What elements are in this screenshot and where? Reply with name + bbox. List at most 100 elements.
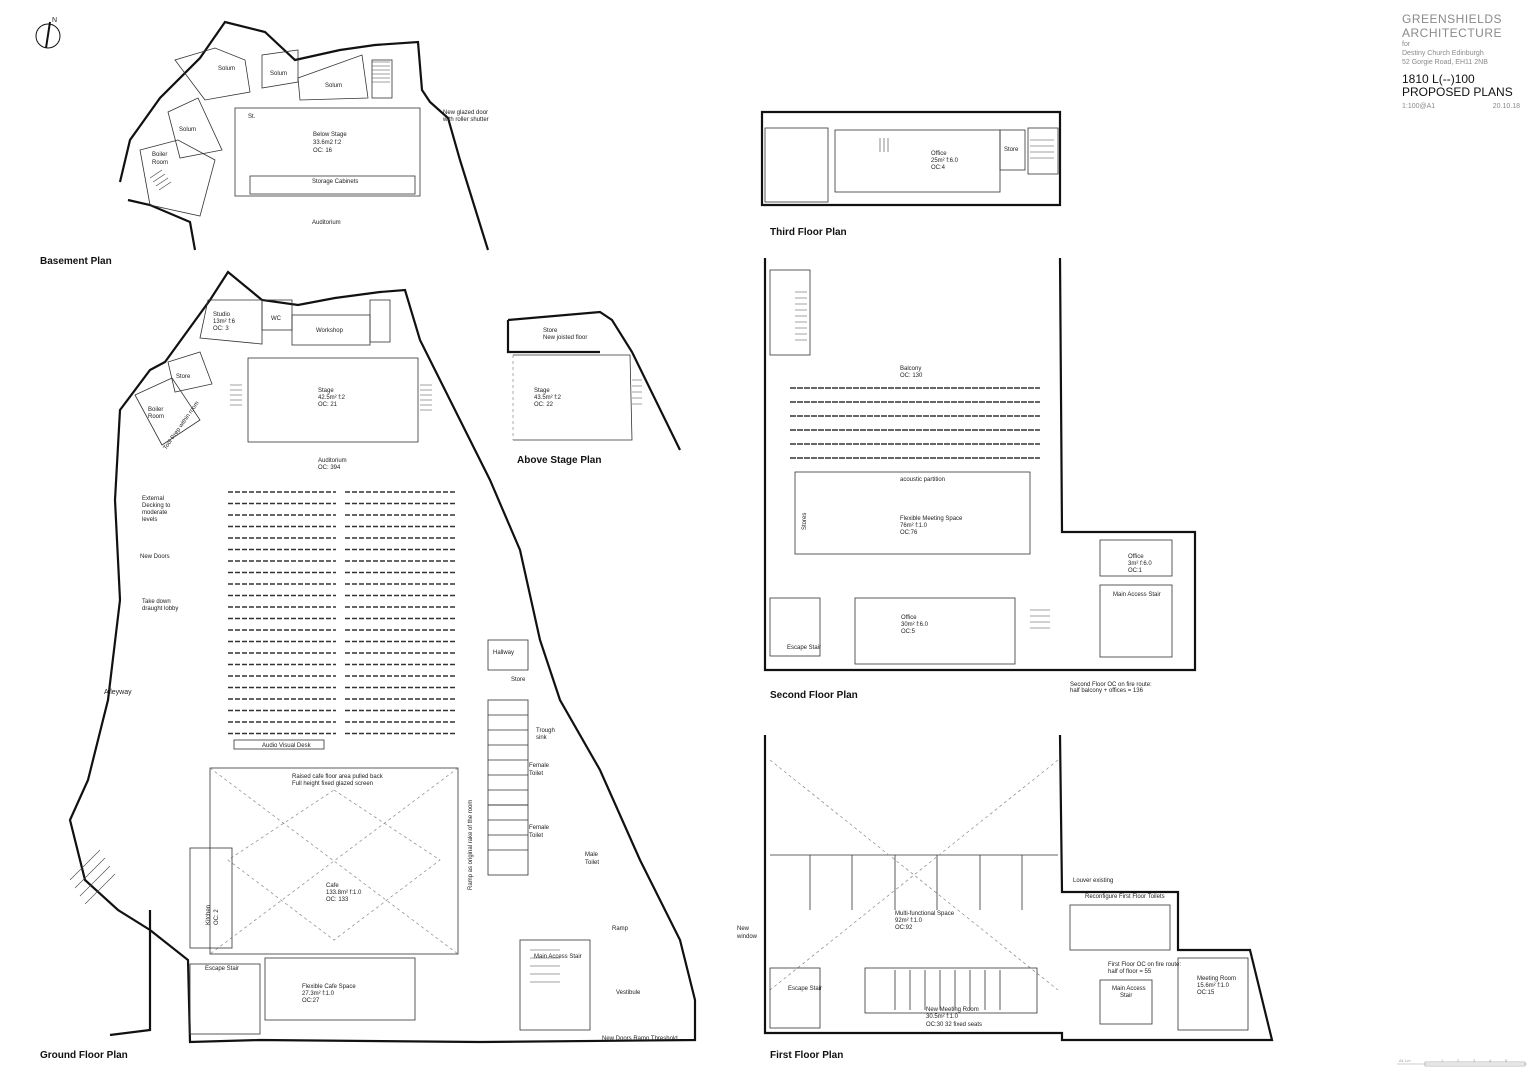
svg-text:OC:76: OC:76 (900, 530, 918, 536)
svg-text:Escape Stair: Escape Stair (788, 986, 822, 992)
svg-text:Toilet: Toilet (529, 833, 543, 839)
above-stage-plan-title: Above Stage Plan (517, 455, 601, 466)
svg-text:Solum: Solum (325, 83, 342, 89)
svg-text:acoustic partition: acoustic partition (900, 477, 945, 483)
svg-text:76m² f:1.0: 76m² f:1.0 (900, 523, 928, 529)
svg-text:draught lobby: draught lobby (142, 606, 178, 612)
svg-text:Solum: Solum (270, 71, 287, 77)
svg-text:Female: Female (529, 825, 550, 831)
svg-text:Store: Store (543, 328, 558, 334)
svg-text:Raised cafe floor area pulled: Raised cafe floor area pulled back (292, 774, 384, 780)
svg-text:Male: Male (585, 852, 599, 858)
svg-text:Storage Cabinets: Storage Cabinets (312, 179, 358, 185)
scale-tick-label: A1 Lm (1399, 1058, 1411, 1063)
svg-text:OC:30 32 fixed seats: OC:30 32 fixed seats (926, 1022, 982, 1028)
firm-name-line2: ARCHITECTURE (1402, 26, 1503, 40)
svg-text:Female: Female (529, 763, 550, 769)
above-stage-plan: Store New joisted floor Stage 43.5m² f:2… (506, 310, 681, 466)
svg-text:Room: Room (152, 160, 168, 166)
svg-text:OC:15: OC:15 (1197, 990, 1215, 996)
svg-text:half balcony + offices = 136: half balcony + offices = 136 (1070, 688, 1144, 694)
svg-text:Main Access Stair: Main Access Stair (1113, 592, 1161, 598)
svg-text:New Meeting Room: New Meeting Room (926, 1007, 979, 1013)
svg-text:Boiler: Boiler (148, 407, 163, 413)
scale-tick-label: 3 (1473, 1058, 1476, 1063)
svg-text:Audio Visual Desk: Audio Visual Desk (262, 743, 312, 749)
svg-text:43.5m² f:2: 43.5m² f:2 (534, 395, 562, 401)
svg-text:half of floor = 55: half of floor = 55 (1108, 969, 1152, 975)
second-floor-plan: Balcony OC: 130 acoustic partition Flexi… (763, 257, 1197, 701)
svg-text:Hallway: Hallway (493, 650, 514, 656)
svg-text:Store: Store (1004, 147, 1019, 153)
first-floor-plan: Louver existing Reconfigure First Floor … (736, 734, 1274, 1061)
svg-text:OC: 22: OC: 22 (534, 402, 554, 408)
svg-text:Cafe: Cafe (326, 883, 339, 889)
svg-text:OC: 394: OC: 394 (318, 465, 341, 471)
svg-text:Louver existing: Louver existing (1073, 878, 1113, 884)
third-floor-plan-title: Third Floor Plan (770, 227, 847, 238)
svg-text:Decking to: Decking to (142, 503, 171, 509)
balcony-seating (790, 387, 1040, 459)
svg-text:Stores: Stores (802, 513, 808, 530)
drawing-date: 20.10.18 (1492, 103, 1520, 110)
svg-text:External: External (142, 496, 164, 502)
svg-text:30.5m² f:1.0: 30.5m² f:1.0 (926, 1014, 959, 1020)
north-arrow: N (35, 17, 61, 49)
svg-text:window: window (736, 934, 758, 940)
svg-text:Studio: Studio (213, 312, 231, 318)
basement-plan-title: Basement Plan (40, 256, 112, 267)
svg-text:Office: Office (931, 151, 947, 157)
svg-text:OC: 133: OC: 133 (326, 897, 349, 903)
svg-text:13m² f:6: 13m² f:6 (213, 319, 236, 325)
scale-tick-label: 4 (1489, 1058, 1492, 1063)
third-floor-plan: Office 25m² f:6.0 OC:4 Store Third Floor… (760, 110, 1062, 238)
svg-text:Auditorium: Auditorium (312, 220, 341, 226)
svg-text:OC:27: OC:27 (302, 998, 320, 1004)
ground-floor-plan-title: Ground Floor Plan (40, 1050, 128, 1061)
svg-text:Kitchen: Kitchen (206, 905, 212, 925)
svg-text:WC: WC (271, 316, 282, 322)
svg-text:OC:5: OC:5 (901, 629, 916, 635)
svg-text:OC:92: OC:92 (895, 925, 913, 931)
svg-text:OC: 130: OC: 130 (900, 373, 923, 379)
svg-text:Reconfigure First Floor Toilet: Reconfigure First Floor Toilets (1085, 894, 1165, 900)
second-floor-plan-title: Second Floor Plan (770, 690, 858, 701)
svg-text:Store: Store (511, 677, 526, 683)
svg-text:Toilet: Toilet (585, 860, 599, 866)
svg-text:Office: Office (1128, 554, 1144, 560)
first-floor-plan-title: First Floor Plan (770, 1050, 843, 1061)
svg-text:Tool Prep within room: Tool Prep within room (163, 400, 201, 451)
svg-text:Second Floor OC on fire route:: Second Floor OC on fire route: (1070, 682, 1152, 688)
svg-text:Alleyway: Alleyway (104, 689, 132, 696)
svg-text:Workshop: Workshop (316, 328, 344, 334)
title-block: GREENSHIELDS ARCHITECTURE for Destiny Ch… (1402, 12, 1532, 110)
scale-tick-label: 2 (1457, 1058, 1460, 1063)
svg-text:Office: Office (901, 615, 917, 621)
svg-text:OC:4: OC:4 (931, 165, 946, 171)
svg-text:New Doors: New Doors (140, 554, 170, 560)
for-label: for (1402, 41, 1411, 48)
svg-text:Room: Room (148, 414, 164, 420)
svg-text:Store: Store (176, 374, 191, 380)
svg-text:33.6m2 f:2: 33.6m2 f:2 (313, 140, 342, 146)
svg-text:Ramp as original rake of the r: Ramp as original rake of the room (468, 800, 474, 890)
svg-text:OC: 3: OC: 3 (213, 326, 229, 332)
svg-text:30m² f:6.0: 30m² f:6.0 (901, 622, 929, 628)
svg-text:42.5m² f:2: 42.5m² f:2 (318, 395, 346, 401)
svg-text:133.8m² f:1.0: 133.8m² f:1.0 (326, 890, 362, 896)
svg-text:Flexible Meeting Space: Flexible Meeting Space (900, 516, 963, 522)
svg-text:New glazed door: New glazed door (443, 110, 488, 116)
svg-text:OC:1: OC:1 (1128, 568, 1143, 574)
svg-text:New: New (737, 926, 750, 932)
svg-text:moderate: moderate (142, 510, 168, 516)
north-label: N (52, 17, 57, 24)
svg-text:OC: 16: OC: 16 (313, 148, 333, 154)
svg-text:27.3m² f:1.0: 27.3m² f:1.0 (302, 991, 335, 997)
svg-text:15.6m² f:1.0: 15.6m² f:1.0 (1197, 983, 1230, 989)
scale-tick-label: 5 (1505, 1058, 1508, 1063)
svg-text:OC: 2: OC: 2 (214, 909, 220, 925)
svg-text:25m² f:6.0: 25m² f:6.0 (931, 158, 959, 164)
svg-text:Solum: Solum (218, 66, 235, 72)
auditorium-seating (228, 491, 457, 735)
